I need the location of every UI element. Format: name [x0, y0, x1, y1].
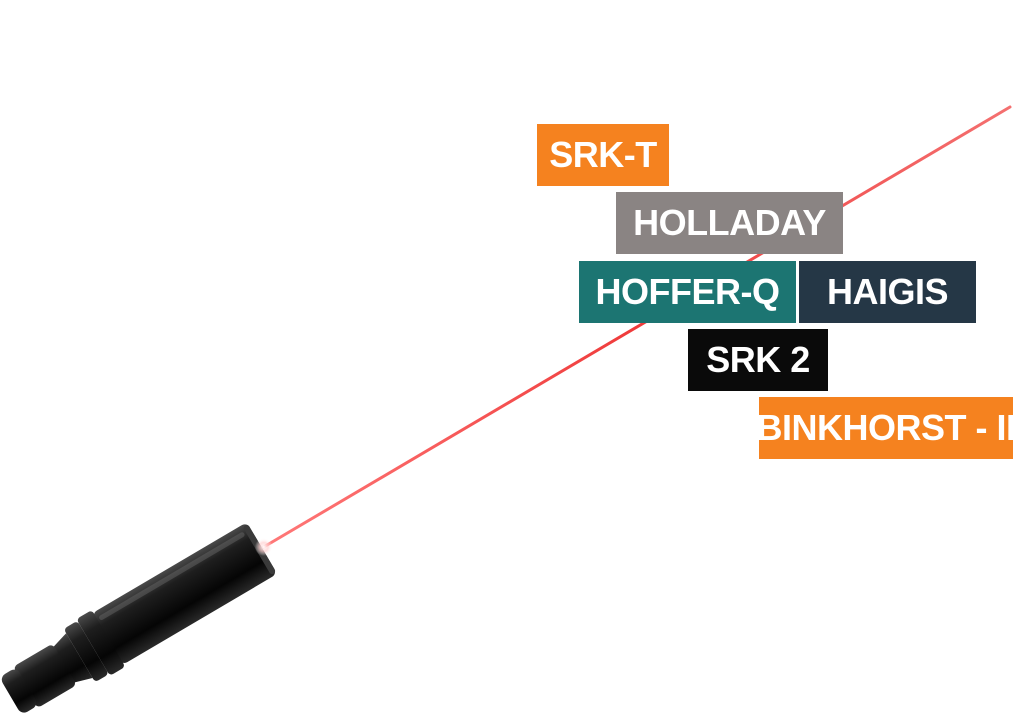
- formula-label-haigis: HAIGIS: [799, 261, 976, 323]
- formula-label-srk-2: SRK 2: [688, 329, 828, 391]
- formula-label-holladay: HOLLADAY: [616, 192, 843, 254]
- formula-label-binkhorst-ii: BINKHORST - II: [757, 397, 1016, 459]
- laser-pointer-icon: [1, 524, 276, 713]
- formula-label-hoffer-q: HOFFER-Q: [579, 261, 796, 323]
- laser-beam: [260, 105, 1012, 550]
- formula-label-srk-t: SRK-T: [537, 124, 669, 186]
